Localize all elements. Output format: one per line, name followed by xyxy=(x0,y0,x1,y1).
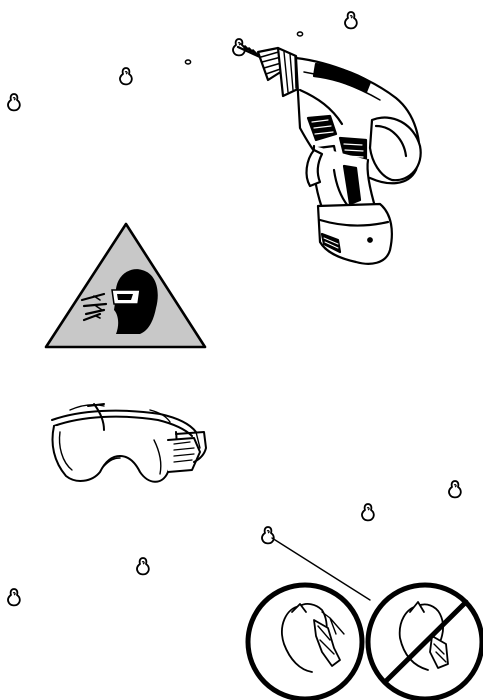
metal-chip-icon xyxy=(362,504,374,520)
metal-chip-icon xyxy=(137,558,149,574)
metal-chip-icon xyxy=(262,527,274,543)
metal-chip-icon xyxy=(120,68,132,84)
metal-chip-icon xyxy=(449,481,461,497)
metal-chip-icon xyxy=(8,94,20,110)
metal-chip-icon xyxy=(8,589,20,605)
metal-chip-icon xyxy=(233,39,245,55)
metal-chip-icon xyxy=(345,12,357,28)
